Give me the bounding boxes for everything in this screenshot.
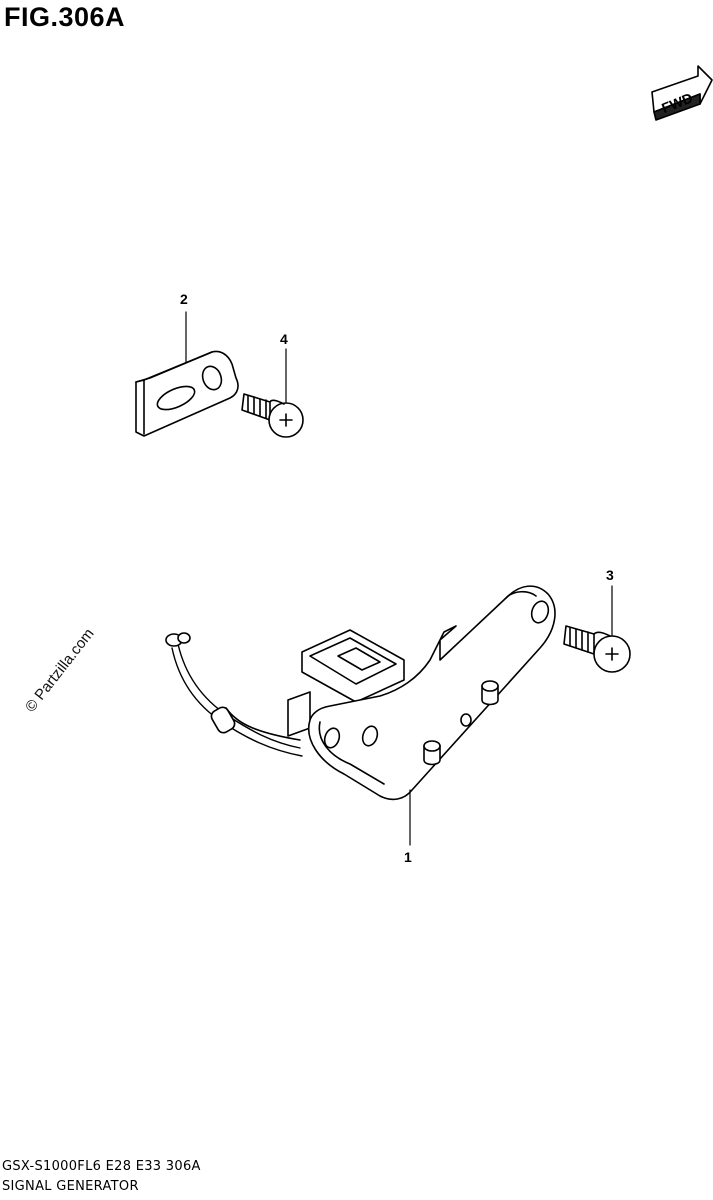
model-code: GSX-S1000FL6 E28 E33 306A: [2, 1159, 201, 1174]
callout-4: 4: [280, 331, 288, 347]
figure-title: FIG.306A: [4, 2, 126, 32]
part-2-bracket: [135, 350, 239, 437]
part-1-signal-generator: [165, 585, 556, 801]
callout-1: 1: [404, 849, 412, 865]
diagram-caption: SIGNAL GENERATOR: [2, 1179, 139, 1194]
callout-3: 3: [606, 567, 614, 583]
fwd-arrow-icon: FWD: [651, 65, 713, 121]
part-3-screw: [563, 625, 631, 673]
part-4-screw: [241, 393, 304, 438]
callout-2: 2: [180, 291, 188, 307]
